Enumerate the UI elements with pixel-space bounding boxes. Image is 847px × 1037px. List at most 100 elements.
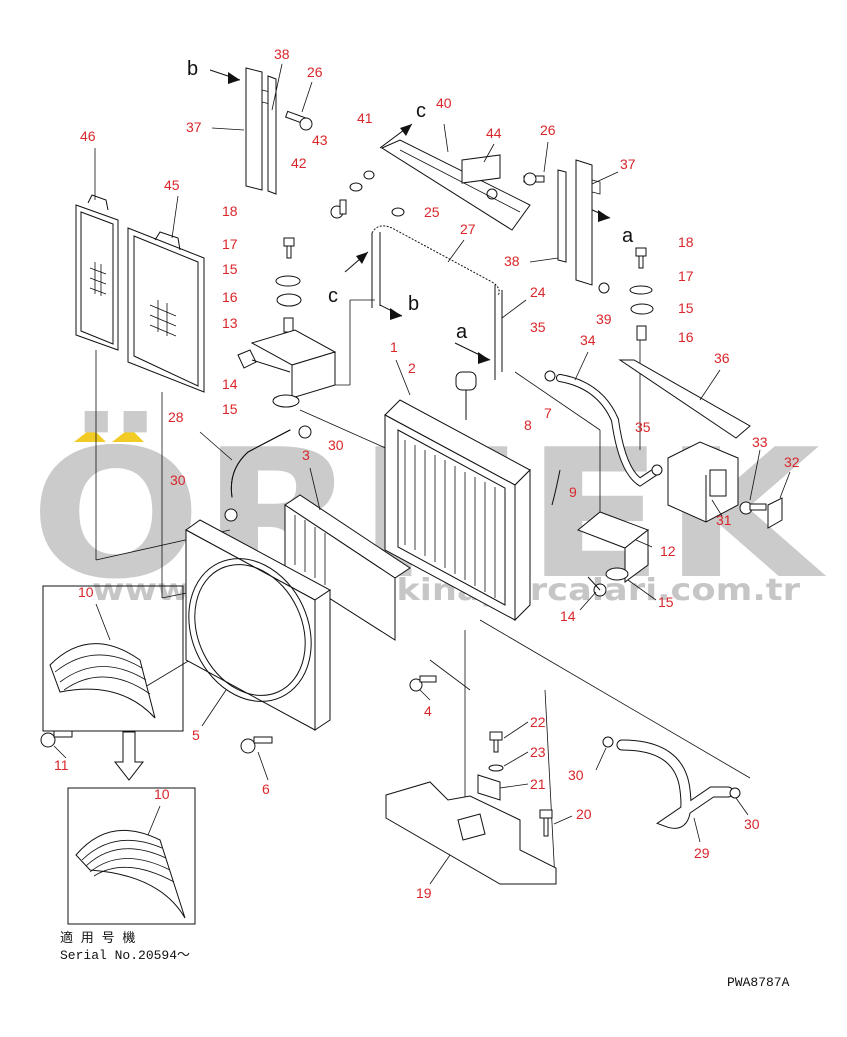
part-33-bolt [739,501,767,515]
part-36-seal-strip [618,359,751,439]
watermark-logo-accent [112,428,144,442]
arrow-down-icon [113,731,145,781]
callout-22: 22 [530,714,546,730]
part-3-guard [284,494,411,641]
part-44-bracket [461,154,501,184]
part-15-cushion [630,303,654,315]
part-23-washer [488,764,504,772]
callout-41: 41 [357,110,373,126]
part-37-plate-left [245,67,271,191]
part-18-bolt [635,247,647,269]
view-arrows [113,69,611,781]
callout-19: 19 [416,885,432,901]
view-letter: b [408,293,419,315]
callout-36: 36 [714,350,730,366]
callout-15d: 15 [658,594,674,610]
part-22-bolt [489,731,503,753]
part-14-bolt [237,349,291,373]
callout-45: 45 [164,177,180,193]
callout-6: 6 [262,781,270,797]
part-40-top-cover [380,139,531,231]
parts [40,67,783,925]
part-16-collar [636,325,647,341]
part-15-cushion [272,394,300,408]
part-38-strip-right [557,169,567,263]
callout-30: 30 [328,437,344,453]
part-4-bolt [409,675,437,692]
watermark-logo-accent [74,428,106,442]
callout-24: 24 [530,284,546,300]
callout-8: 8 [524,417,532,433]
callout-37: 37 [186,119,202,135]
callout-30d: 30 [744,816,760,832]
part-29-lower-hose [616,739,734,829]
callout-15: 15 [222,261,238,277]
callout-39: 39 [596,311,612,327]
callout-14b: 14 [560,608,576,624]
callout-32: 32 [784,454,800,470]
callout-35b: 35 [635,419,651,435]
part-35-clamp [651,464,663,476]
callout-46: 46 [80,128,96,144]
part-27-seal [371,225,500,297]
part-19-under-cover [385,781,557,885]
callout-25: 25 [424,204,440,220]
callout-26: 26 [307,64,323,80]
diagram-code: PWA8787A [727,975,790,990]
callout-leaders [53,63,791,885]
part-17-washer [275,275,301,287]
part-17-washer [629,285,653,295]
callout-38b: 38 [504,253,520,269]
part-15-cushion [276,293,302,307]
callout-15b: 15 [222,401,238,417]
part-10-fan-guard [42,585,184,732]
view-letter: a [456,321,468,343]
callout-33: 33 [752,434,768,450]
part-21-plate [477,774,501,801]
callout-17b: 17 [678,268,694,284]
bolts-top [284,110,545,219]
callout-31: 31 [716,512,732,528]
part-16-collar [283,317,294,333]
callout-2: 2 [408,360,416,376]
callout-10: 10 [78,584,94,600]
callout-30c: 30 [568,767,584,783]
callout-20: 20 [576,806,592,822]
callout-27: 27 [460,221,476,237]
view-letters: b c a c b a [187,58,634,343]
part-1-radiator [384,371,531,622]
callout-1: 1 [390,339,398,355]
serial-note-jp: 適 用 号 機 [60,930,135,946]
part-30-clamp [729,787,741,799]
callout-4: 4 [424,703,432,719]
callout-9: 9 [569,484,577,500]
part-30-clamp [602,736,614,748]
callout-3: 3 [302,447,310,463]
callout-34: 34 [580,332,596,348]
callout-28: 28 [168,409,184,425]
callout-14: 14 [222,376,238,392]
part-9-hose [551,469,561,506]
part-14-bolt [587,576,607,597]
view-letter: a [622,225,634,247]
part-32-clip [767,497,783,529]
part-38-strip-left [267,75,277,195]
part-30-clamp [224,508,238,522]
callout-16: 16 [222,289,238,305]
part-43-washer [349,182,363,192]
notes: 適 用 号 機 Serial No.20594〜 PWA8787A [60,930,790,990]
part-5-fan-shroud [185,519,331,731]
part-15-cushion [605,567,629,581]
callout-26b: 26 [540,122,556,138]
view-letter: b [187,58,198,80]
leader-lines [95,299,751,881]
mount-stack-right [598,247,654,341]
callout-16b: 16 [678,329,694,345]
callout-10b: 10 [154,786,170,802]
callout-18b: 18 [678,234,694,250]
view-letter: c [416,100,426,122]
part-42-bolt [330,199,347,219]
part-39-bolt [598,282,610,294]
